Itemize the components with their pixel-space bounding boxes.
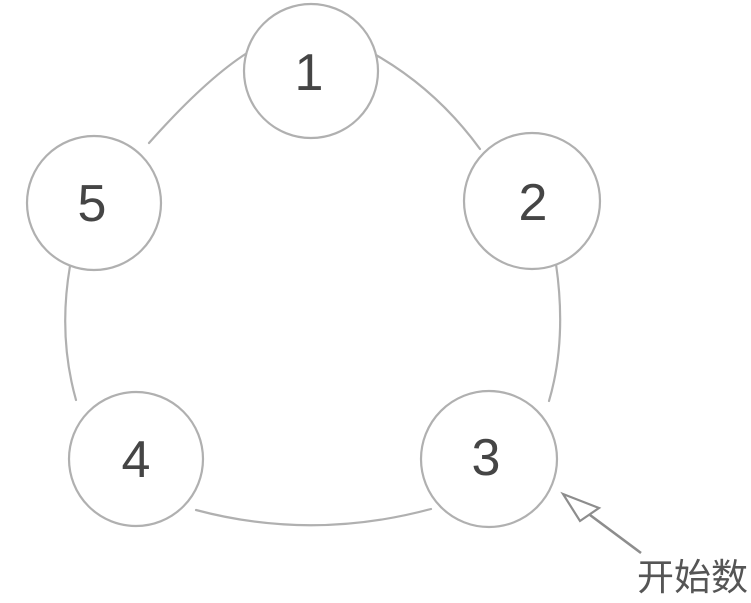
node-label-1: 1 bbox=[295, 44, 324, 102]
node-circle-2[interactable] bbox=[462, 131, 602, 271]
node-circle-4[interactable] bbox=[67, 390, 205, 528]
edge-2-to-3 bbox=[547, 262, 562, 403]
ring-node-labels: 1 2 3 4 5 bbox=[78, 44, 548, 489]
ring-edges bbox=[64, 51, 562, 527]
edge-5-to-1 bbox=[147, 51, 249, 145]
node-label-3: 3 bbox=[472, 429, 501, 487]
node-circle-1[interactable] bbox=[242, 2, 380, 140]
callout-arrowhead-icon bbox=[560, 491, 602, 523]
edge-4-to-5 bbox=[64, 264, 78, 402]
node-label-5: 5 bbox=[78, 175, 107, 233]
node-circle-5[interactable] bbox=[25, 134, 163, 272]
callout-leader-line bbox=[589, 513, 642, 555]
ring-nodes bbox=[25, 2, 602, 529]
start-callout bbox=[560, 491, 642, 555]
callout-label: 开始数 bbox=[637, 556, 748, 599]
node-circle-3[interactable] bbox=[419, 389, 559, 529]
node-label-4: 4 bbox=[122, 431, 151, 489]
node-label-2: 2 bbox=[519, 174, 548, 232]
edge-1-to-2 bbox=[374, 53, 482, 151]
edge-3-to-4 bbox=[194, 507, 433, 527]
